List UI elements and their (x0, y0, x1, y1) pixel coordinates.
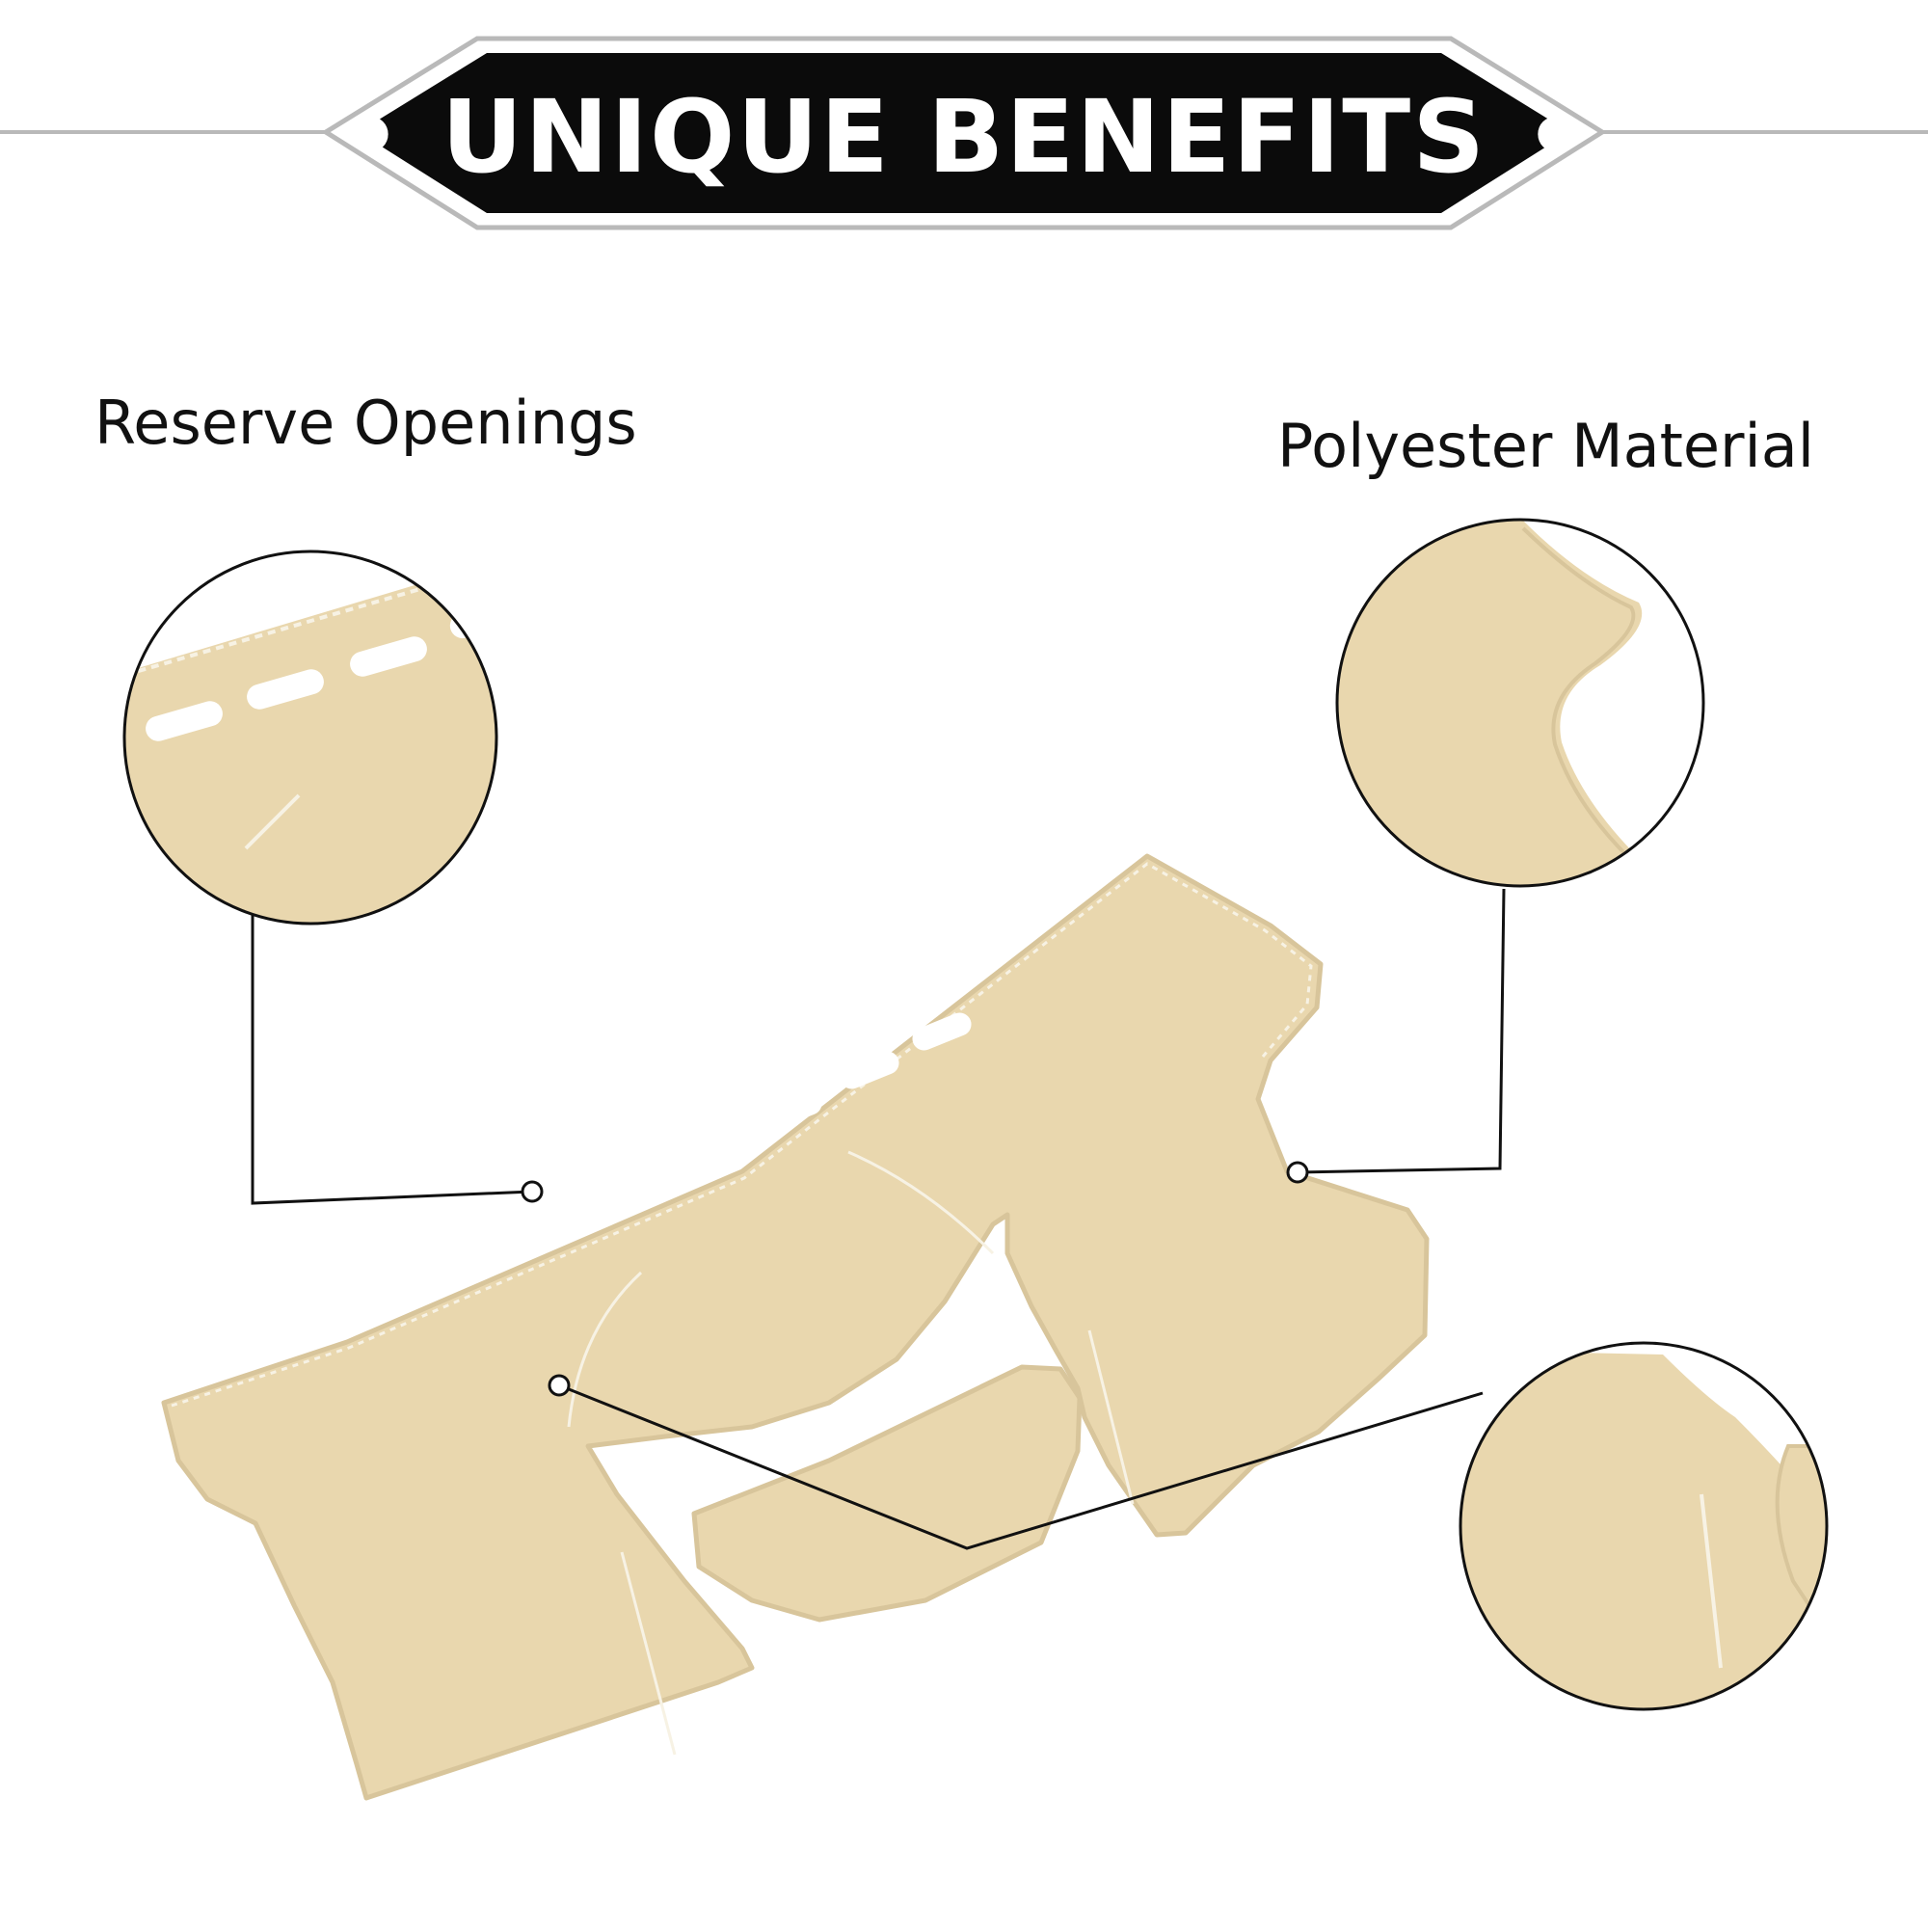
banner-title: • UNIQUE BENEFITS • (338, 78, 1590, 196)
feature-label-polyester-material: Polyester Material (1276, 411, 1814, 481)
marker-reserve-openings (521, 1180, 544, 1203)
zoom-ring-1 (122, 550, 498, 926)
zoom-circle-reserve-openings (122, 550, 498, 926)
callout-line-reserve-openings (251, 853, 533, 1205)
reserve-openings-slots (387, 1012, 972, 1303)
mat-stitching (171, 862, 1313, 1408)
zoom-ring-3 (1459, 1341, 1829, 1711)
title-banner (0, 36, 1928, 230)
callout-line-edging (558, 1383, 1484, 1550)
callout-line-polyester (1297, 888, 1506, 1174)
marker-polyester (1286, 1161, 1309, 1184)
zoom-circle-polyester (1335, 518, 1705, 888)
feature-label-reserve-openings: Reserve Openings (94, 388, 637, 458)
mat-visor-piece (691, 1364, 1083, 1623)
callout-markers (521, 1161, 1309, 1397)
marker-edging (548, 1374, 571, 1397)
mat-seam-marks (567, 1150, 1135, 1756)
zoom-circle-edging (1459, 1341, 1829, 1711)
zoom-ring-2 (1335, 518, 1705, 888)
callout-lines (251, 853, 1506, 1550)
banner-plate (359, 53, 1569, 213)
mat-main-piece (161, 853, 1430, 1801)
dashboard-mat (161, 853, 1430, 1801)
